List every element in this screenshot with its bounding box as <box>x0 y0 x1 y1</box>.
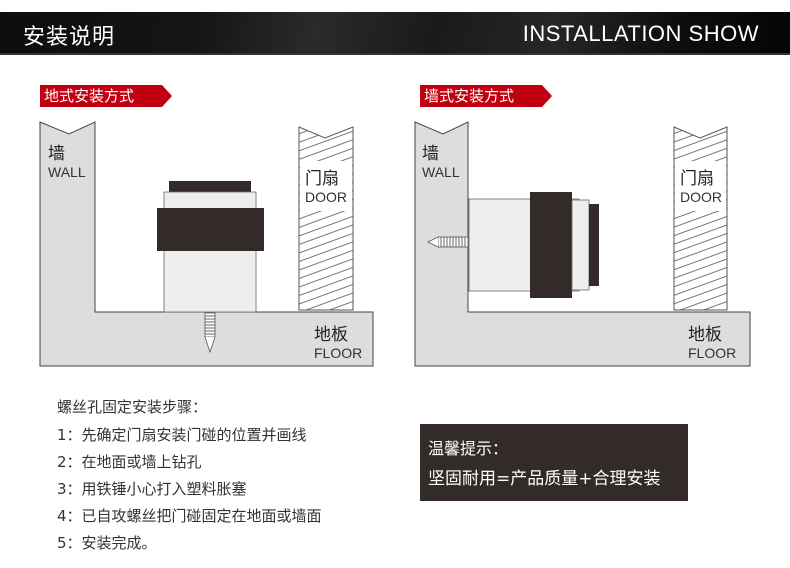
floor-screw-icon <box>204 312 216 354</box>
wall-stopper <box>468 192 599 298</box>
step-item: 2：在地面或墙上钻孔 <box>57 453 202 471</box>
tip-title: 温馨提示： <box>428 439 509 458</box>
door-panel-left <box>298 126 354 311</box>
wall-label-right: 墙 WALL <box>422 144 460 181</box>
header-title-cn: 安装说明 <box>23 25 116 50</box>
wall-label-left: 墙 WALL <box>48 144 86 181</box>
step-item: 4：已自攻螺丝把门碰固定在地面或墙面 <box>57 507 322 525</box>
floor-mount-diagram <box>39 121 374 367</box>
door-label-right: 门扇 DOOR <box>680 169 722 206</box>
floor-label-right: 地板 FLOOR <box>688 325 737 362</box>
tip-text: 坚固耐用=产品质量+合理安装 <box>428 469 661 489</box>
wall-install-tag: 墙式安装方式 <box>420 85 552 107</box>
steps-title: 螺丝孔固定安装步骤： <box>57 398 208 416</box>
wall-mount-diagram <box>414 121 751 367</box>
floor-label-left: 地板 FLOOR <box>314 325 363 362</box>
install-steps: 螺丝孔固定安装步骤： 1：先确定门扇安装门碰的位置并画线 2：在地面或墙上钻孔 … <box>57 394 322 557</box>
step-item: 5：安装完成。 <box>57 534 157 552</box>
tip-box: 温馨提示： 坚固耐用=产品质量+合理安装 <box>420 424 688 501</box>
door-label-left: 门扇 DOOR <box>305 169 347 206</box>
step-item: 3：用铁锤小心打入塑料胀塞 <box>57 480 247 498</box>
wall-screw-icon <box>427 236 469 248</box>
door-panel-right <box>673 126 728 311</box>
floor-stopper <box>157 181 264 313</box>
step-item: 1：先确定门扇安装门碰的位置并画线 <box>57 426 307 444</box>
header-title-en: INSTALLATION SHOW <box>522 21 759 46</box>
floor-install-tag: 地式安装方式 <box>40 85 172 107</box>
header-banner: 安装说明 INSTALLATION SHOW <box>0 12 790 55</box>
